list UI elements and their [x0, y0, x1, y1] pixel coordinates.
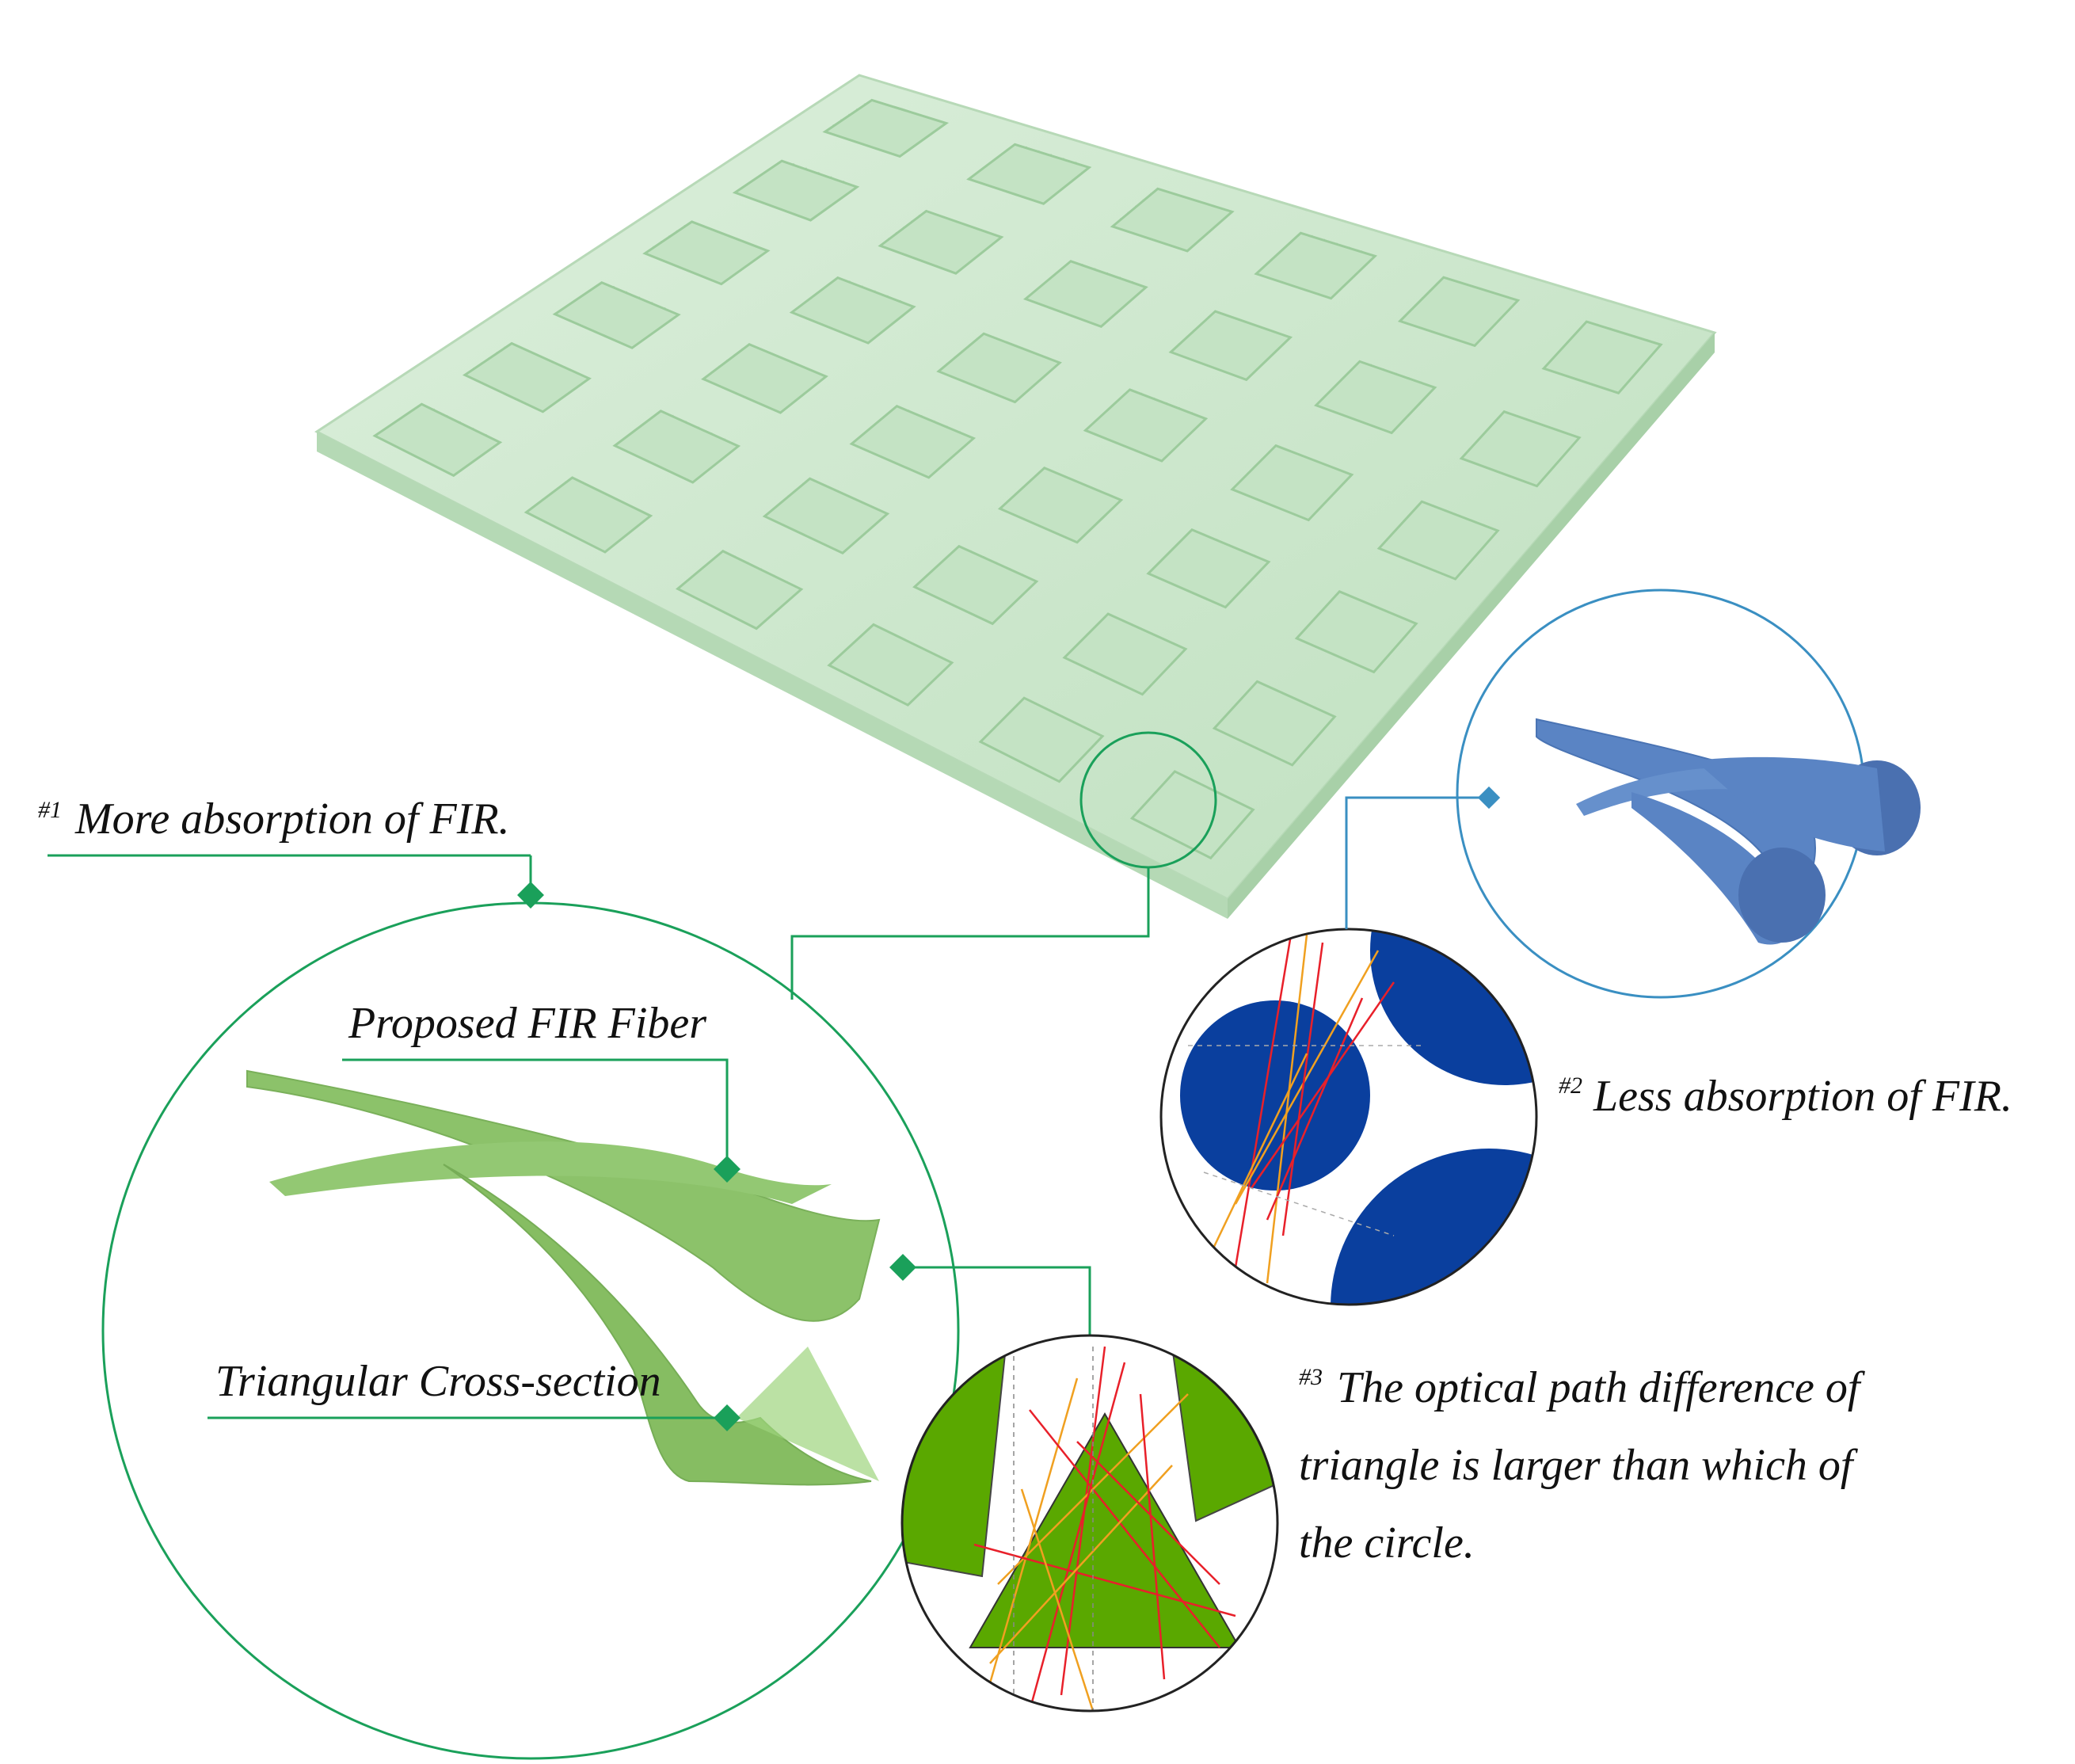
fabric-yarn-cell	[762, 477, 890, 554]
section-label: Triangular Cross-section	[215, 1357, 661, 1406]
fabric-yarn-cell	[612, 410, 741, 484]
note1-number: #1	[38, 797, 62, 823]
proposed-fiber-detail	[48, 854, 1091, 1760]
annotation-labels: #1 More absorption of FIR. Proposed FIR …	[38, 794, 2012, 1568]
fabric-yarn-cell	[912, 544, 1039, 626]
fabric-yarn-cell	[642, 220, 771, 286]
fabric-yarn-cell	[1254, 231, 1378, 300]
fabric-yarn-cell	[1230, 444, 1354, 522]
fabric-zoom-connector	[790, 731, 1217, 1000]
fabric-yarn-cell	[675, 549, 804, 631]
fabric-yarn-cell	[1212, 680, 1337, 767]
fabric-yarn-cell	[552, 281, 681, 349]
fiber-label: Proposed FIR Fiber	[348, 999, 706, 1048]
fabric-yarn-cell	[997, 467, 1124, 544]
note1-text: More absorption of FIR.	[74, 794, 510, 844]
fabric-yarn-cell	[849, 405, 977, 479]
note3-line3: the circle.	[1299, 1518, 1475, 1568]
fabric-yarn-cell	[1168, 310, 1293, 382]
fabric-yarn-cell	[1083, 388, 1209, 463]
fabric-yarn-cell	[1314, 360, 1437, 435]
note2-text: Less absorption of FIR.	[1593, 1072, 2012, 1121]
fabric-yarn-cell	[1062, 612, 1188, 696]
fabric-yarn-cell	[978, 696, 1105, 783]
fabric-yarn-cell	[732, 159, 860, 222]
note3-number: #3	[1299, 1364, 1323, 1390]
fabric-yarn-cell	[1022, 260, 1148, 328]
triangle-ray-diagram	[900, 1334, 1279, 1713]
fabric-yarn-cell	[1146, 528, 1271, 609]
woven-fabric-illustration	[314, 74, 1717, 919]
fabric-yarn-cell	[1110, 187, 1235, 253]
fabric-yarn-cell	[936, 332, 1062, 404]
note3-line2: triangle is larger than which of	[1299, 1441, 1859, 1490]
note2-number: #2	[1559, 1072, 1582, 1099]
fabric-yarn-cell	[462, 341, 592, 413]
fabric-yarn-cell	[789, 276, 916, 345]
fabric-yarn-cell	[1541, 320, 1663, 394]
fabric-yarn-cell	[966, 143, 1092, 205]
fabric-yarn-cell	[1397, 276, 1521, 348]
fabric-yarn-cell	[701, 343, 828, 414]
fabric-yarn-cell	[827, 623, 954, 707]
fabric-yarn-cell	[822, 98, 950, 158]
circular-fiber-detail	[1345, 589, 1921, 999]
fabric-yarn-cell	[1129, 770, 1255, 860]
fabric-yarn-cell	[1376, 500, 1500, 581]
fabric-yarn-cell	[524, 476, 653, 554]
fabric-yarn-cell	[1459, 410, 1582, 488]
fabric-yarn-cell	[372, 402, 503, 478]
fabric-yarn-cell	[1294, 590, 1418, 674]
circular-fiber-illustration	[1536, 718, 1921, 945]
note3-line1: The optical path difference of	[1337, 1363, 1866, 1412]
triangular-fiber-illustration	[246, 1069, 881, 1486]
fabric-yarn-cell	[878, 209, 1004, 275]
